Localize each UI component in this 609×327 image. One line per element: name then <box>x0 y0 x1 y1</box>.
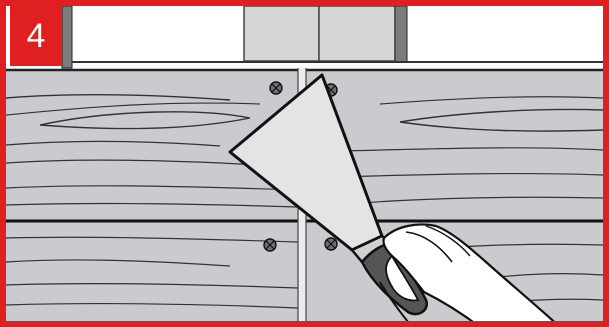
screw-icon <box>264 239 276 251</box>
screw-icon <box>270 82 282 94</box>
screw-icon <box>325 238 337 250</box>
step-number-badge: 4 <box>10 6 62 66</box>
